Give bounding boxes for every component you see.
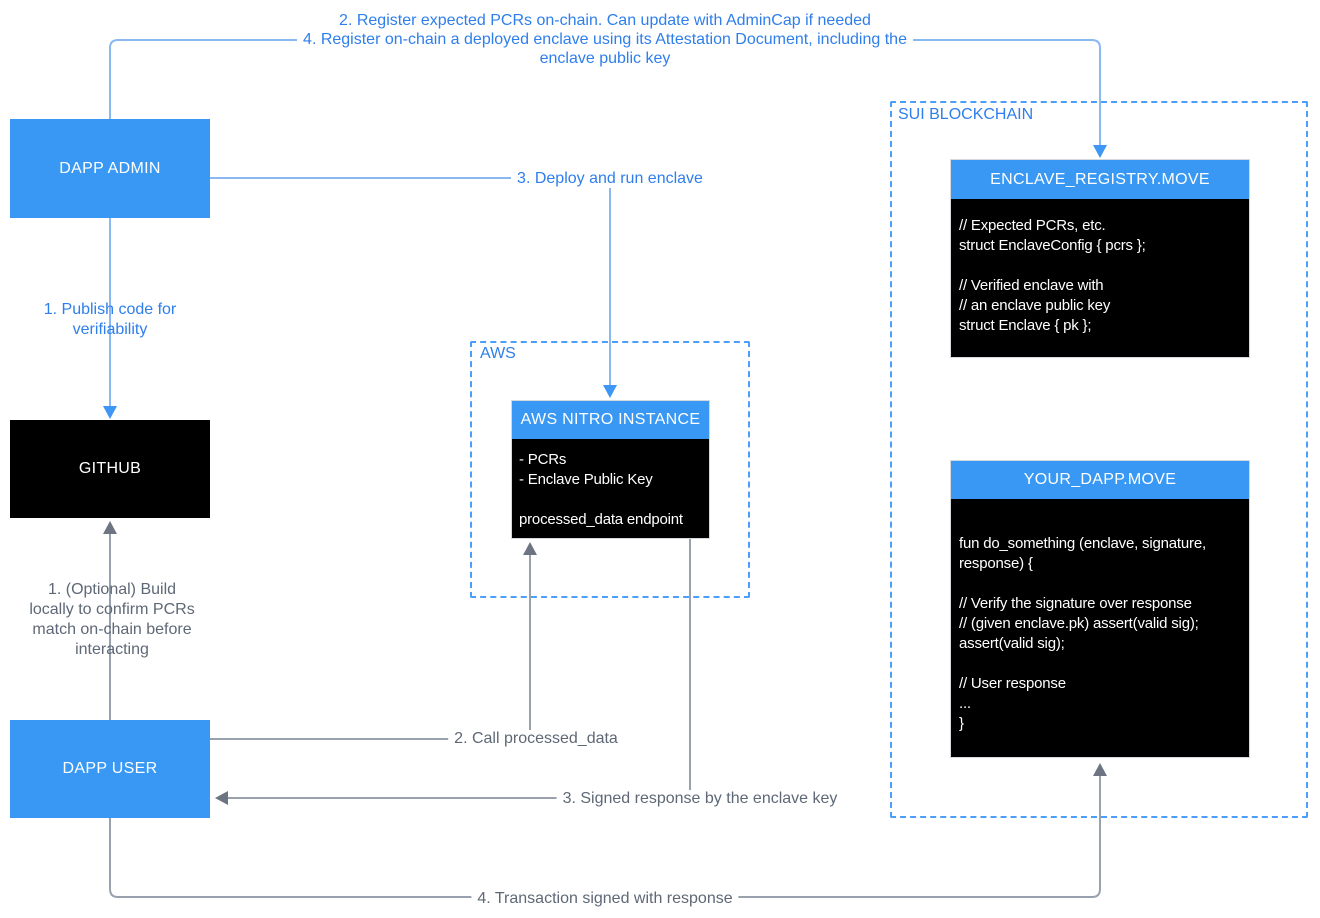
github-node: GITHUB [10,420,210,518]
signed-response-arrowhead-icon [215,791,228,805]
aws-nitro-instance-body: - PCRs - Enclave Public Key processed_da… [512,439,709,538]
your-dapp-title: YOUR_DAPP.MOVE [951,461,1249,499]
dapp-user-node: DAPP USER [10,720,210,818]
signed-response-label: 3. Signed response by the enclave key [556,790,844,808]
register-pcrs-arrowhead-icon [1093,145,1107,158]
deploy-enclave-line [210,177,611,385]
transaction-signed-arrowhead-icon [1093,763,1107,776]
enclave-registry-box: ENCLAVE_REGISTRY.MOVE // Expected PCRs, … [950,159,1250,358]
optional-build-label: 1. (Optional) Build locally to confirm P… [29,581,195,658]
your-dapp-box: YOUR_DAPP.MOVE fun do_something (enclave… [950,460,1250,758]
aws-group-label: AWS [480,345,516,362]
sui-blockchain-group-label: SUI BLOCKCHAIN [898,106,1034,123]
call-processed-data-arrowhead-icon [523,542,537,555]
enclave-registry-body: // Expected PCRs, etc. struct EnclaveCon… [951,199,1249,357]
dapp-admin-node: DAPP ADMIN [10,119,210,218]
dapp-user-label: DAPP USER [62,760,158,777]
signed-response-line [228,539,691,799]
deploy-enclave-label: 3. Deploy and run enclave [511,170,709,188]
publish-code-arrowhead-icon [103,406,117,419]
call-processed-data-label: 2. Call processed_data [448,730,624,748]
optional-build-arrowhead-icon [103,521,117,534]
your-dapp-body: fun do_something (enclave, signature, re… [951,499,1249,757]
enclave-registry-title: ENCLAVE_REGISTRY.MOVE [951,160,1249,199]
aws-nitro-instance-title: AWS NITRO INSTANCE [512,401,709,439]
dapp-admin-label: DAPP ADMIN [59,159,161,177]
transaction-signed-label: 4. Transaction signed with response [471,890,739,908]
github-label: GITHUB [78,460,142,477]
publish-code-label: 1. Publish code for verifiability [43,301,177,338]
deploy-enclave-arrowhead-icon [603,385,617,398]
top-annotation: 2. Register expected PCRs on-chain. Can … [297,11,913,68]
call-processed-data-line [210,555,531,740]
aws-nitro-instance-box: AWS NITRO INSTANCE - PCRs - Enclave Publ… [511,400,710,539]
